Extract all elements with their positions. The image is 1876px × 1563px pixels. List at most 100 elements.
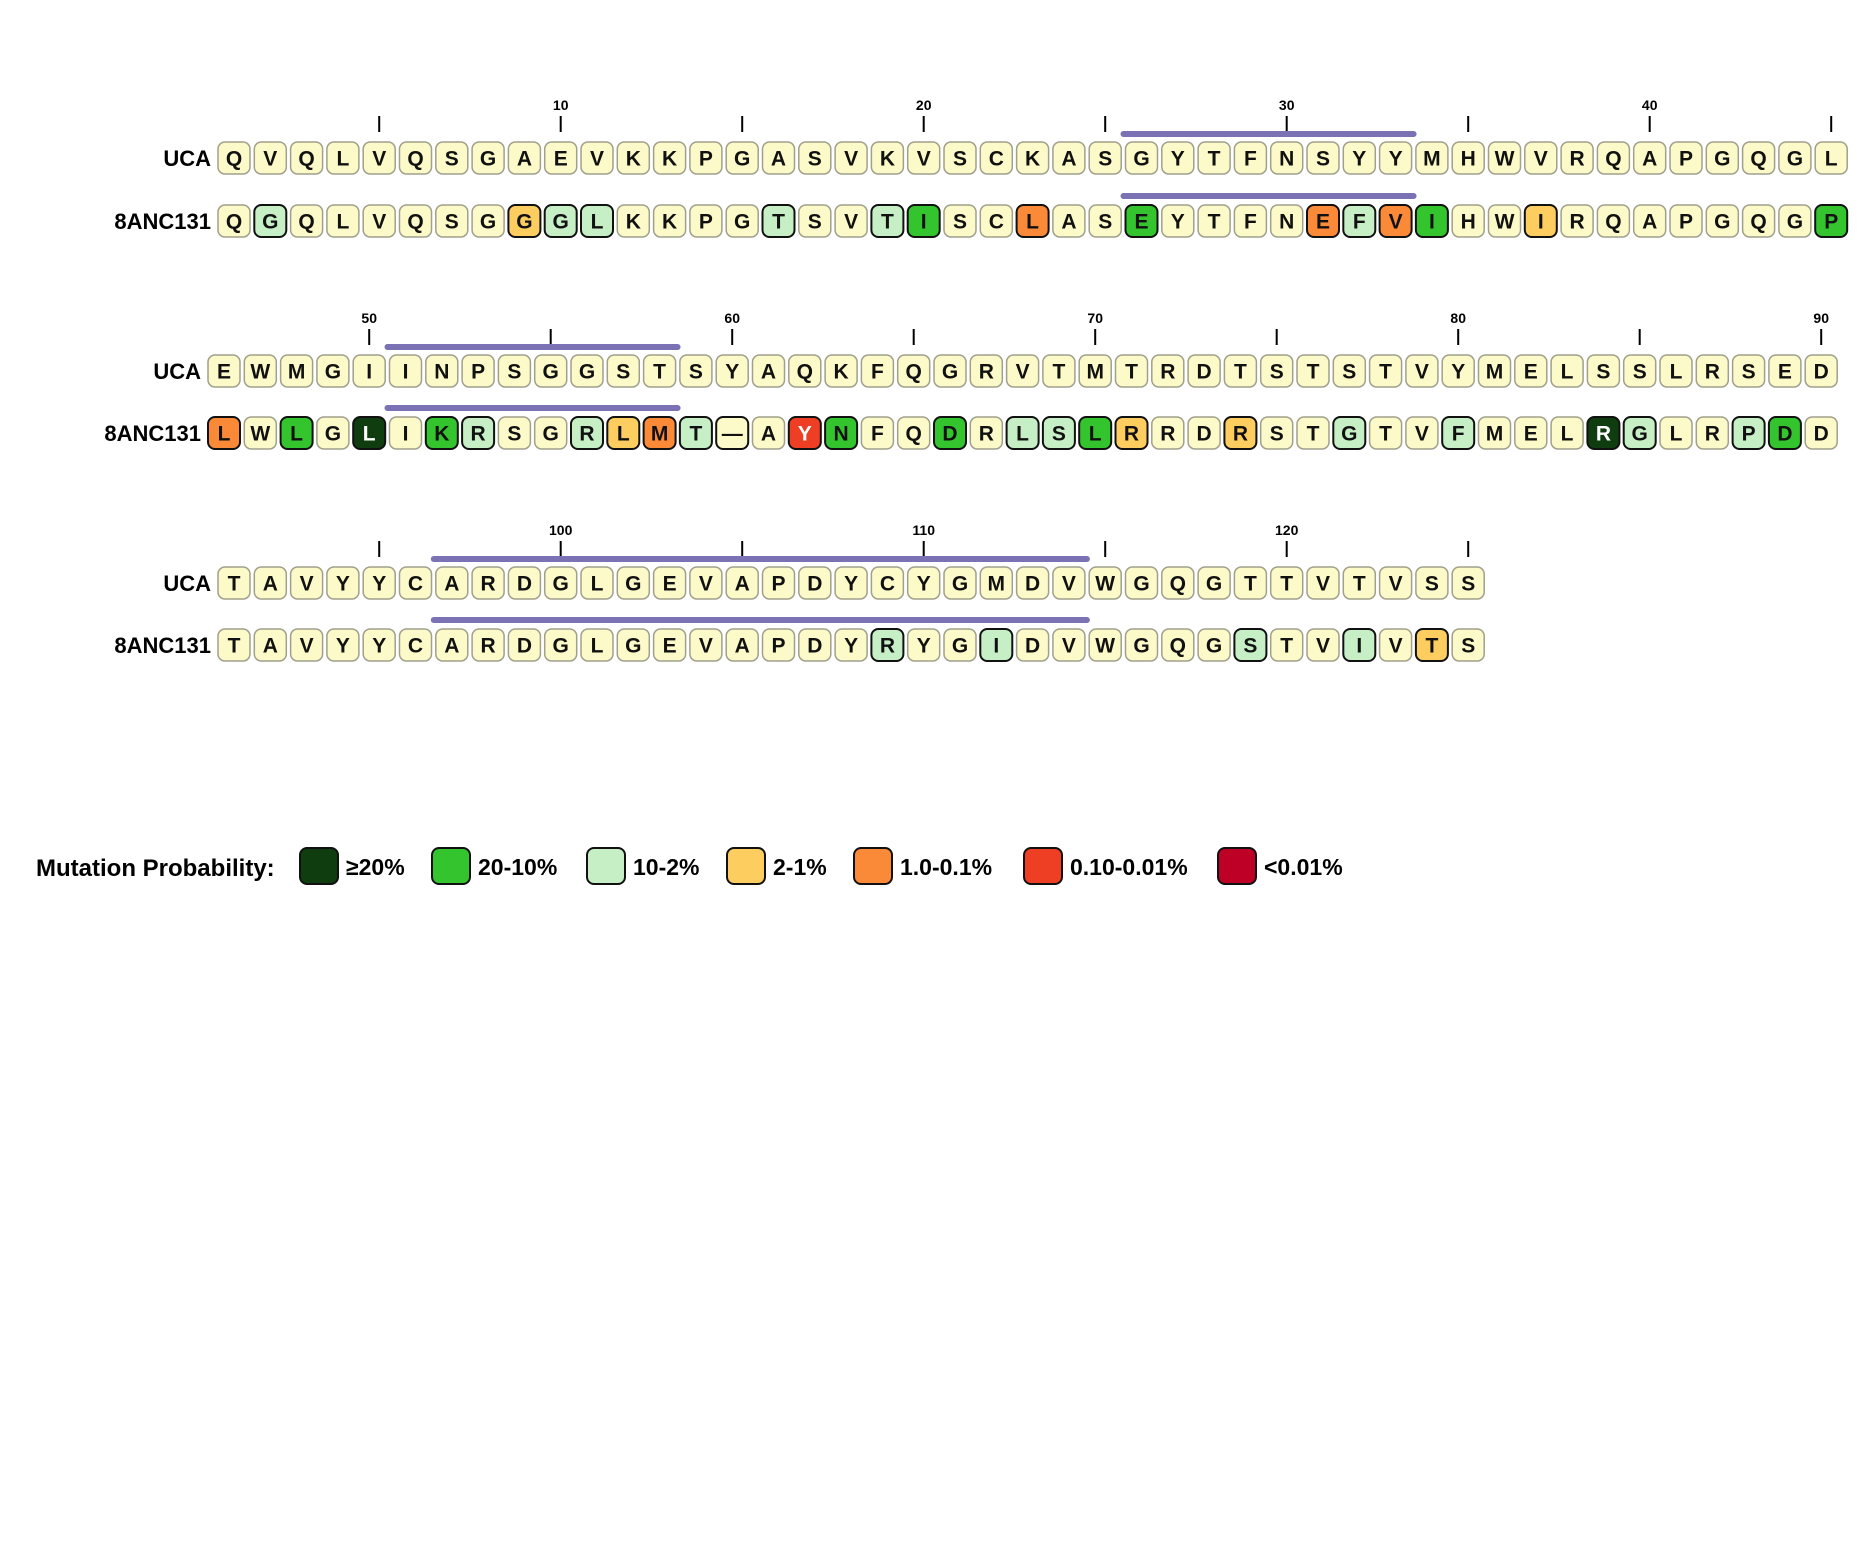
residue-letter: A [444, 573, 459, 596]
mature-residue: R [1586, 416, 1621, 450]
uca-residue: M [979, 566, 1014, 600]
residue-letter: T [1244, 573, 1257, 596]
residue-letter: S [507, 361, 521, 384]
residue-letter: G [1632, 423, 1648, 446]
residue-box [1269, 141, 1304, 175]
mature-residue: A [751, 416, 786, 450]
residue-box [870, 628, 905, 662]
residue-letter: K [662, 211, 677, 234]
mature-residue: P [1731, 416, 1766, 450]
residue-letter: Y [372, 573, 386, 596]
legend-label: 0.10-0.01% [1070, 854, 1188, 880]
uca-residue: V [1306, 566, 1340, 600]
residue-letter: A [263, 573, 278, 596]
position-tick-label: 20 [916, 97, 932, 113]
residue-box [1659, 354, 1693, 388]
residue-letter: Q [1750, 211, 1766, 234]
residue-box [1332, 416, 1367, 450]
residue-letter: A [761, 423, 776, 446]
residue-letter: A [1642, 211, 1657, 234]
residue-letter: V [844, 148, 858, 171]
residue-box [689, 566, 723, 600]
mature-residue: D [1767, 416, 1802, 450]
mature-residue: S [1233, 628, 1268, 662]
residue-box [1514, 416, 1548, 450]
residue-box [1451, 628, 1485, 662]
uca-residue: S [1586, 354, 1621, 388]
uca-residue: W [1487, 141, 1522, 175]
legend-swatch [1023, 847, 1063, 885]
mature-residue: R [1114, 416, 1149, 450]
residue-box [326, 141, 360, 175]
residue-box [1233, 566, 1268, 600]
residue-letter: M [1486, 361, 1504, 384]
residue-letter: Y [1352, 148, 1366, 171]
residue-letter: Q [1170, 573, 1186, 596]
mature-residue: A [1052, 204, 1086, 238]
residue-box [860, 354, 895, 388]
residue-letter: E [663, 635, 677, 658]
uca-residue: L [326, 141, 360, 175]
mature-residue: N [1269, 204, 1304, 238]
residue-letter: G [1341, 423, 1357, 446]
residue-letter: N [1279, 148, 1294, 171]
residue-letter: S [1461, 635, 1475, 658]
mature-residue: G [543, 628, 578, 662]
residue-box [1151, 416, 1185, 450]
legend-label: 1.0-0.1% [900, 854, 992, 880]
residue-letter: G [1133, 573, 1149, 596]
uca-residue: S [606, 354, 641, 388]
position-tick-label: 110 [912, 522, 935, 538]
residue-letter: L [336, 211, 349, 234]
position-tick-label: 50 [361, 310, 377, 326]
legend-label: ≥20% [346, 854, 405, 880]
residue-letter: Q [298, 148, 314, 171]
mature-residue: S [1259, 416, 1294, 450]
uca-residue: Q [1161, 566, 1195, 600]
residue-box [616, 566, 651, 600]
residue-letter: M [1486, 423, 1504, 446]
residue-box [1088, 566, 1122, 600]
residue-letter: S [1270, 423, 1284, 446]
uca-residue: V [1005, 354, 1040, 388]
residue-letter: Q [906, 423, 922, 446]
residue-letter: Y [1389, 148, 1403, 171]
residue-letter: D [517, 635, 532, 658]
residue-letter: Y [725, 361, 739, 384]
mature-residue: F [1441, 416, 1476, 450]
residue-box [1052, 141, 1086, 175]
residue-letter: R [1160, 361, 1175, 384]
residue-box [398, 204, 433, 238]
residue-letter: T [1125, 361, 1138, 384]
mature-residue: N [824, 416, 859, 450]
uca-residue: S [943, 141, 977, 175]
residue-box [1015, 141, 1050, 175]
residue-box [1005, 354, 1040, 388]
mature-residue: M [642, 416, 677, 450]
residue-box [761, 204, 796, 238]
uca-residue: S [1451, 566, 1485, 600]
residue-box [580, 204, 614, 238]
residue-box [1052, 204, 1086, 238]
legend-label: 2-1% [773, 854, 827, 880]
residue-letter: F [1353, 211, 1366, 234]
residue-box [570, 416, 604, 450]
residue-box [1197, 566, 1231, 600]
residue-letter: I [366, 361, 372, 384]
mature-residue: D [1015, 628, 1050, 662]
residue-letter: V [699, 573, 713, 596]
residue-box [616, 628, 651, 662]
mature-residue: G [1124, 628, 1159, 662]
uca-residue: G [1197, 566, 1231, 600]
legend-item: ≥20% [299, 847, 405, 885]
mature-residue: D [507, 628, 542, 662]
residue-box [1078, 354, 1112, 388]
uca-residue: D [1804, 354, 1838, 388]
residue-letter: G [325, 423, 341, 446]
residue-letter: G [543, 423, 559, 446]
residue-box [1296, 416, 1330, 450]
residue-box [725, 204, 759, 238]
residue-box [471, 566, 505, 600]
residue-letter: G [480, 148, 496, 171]
